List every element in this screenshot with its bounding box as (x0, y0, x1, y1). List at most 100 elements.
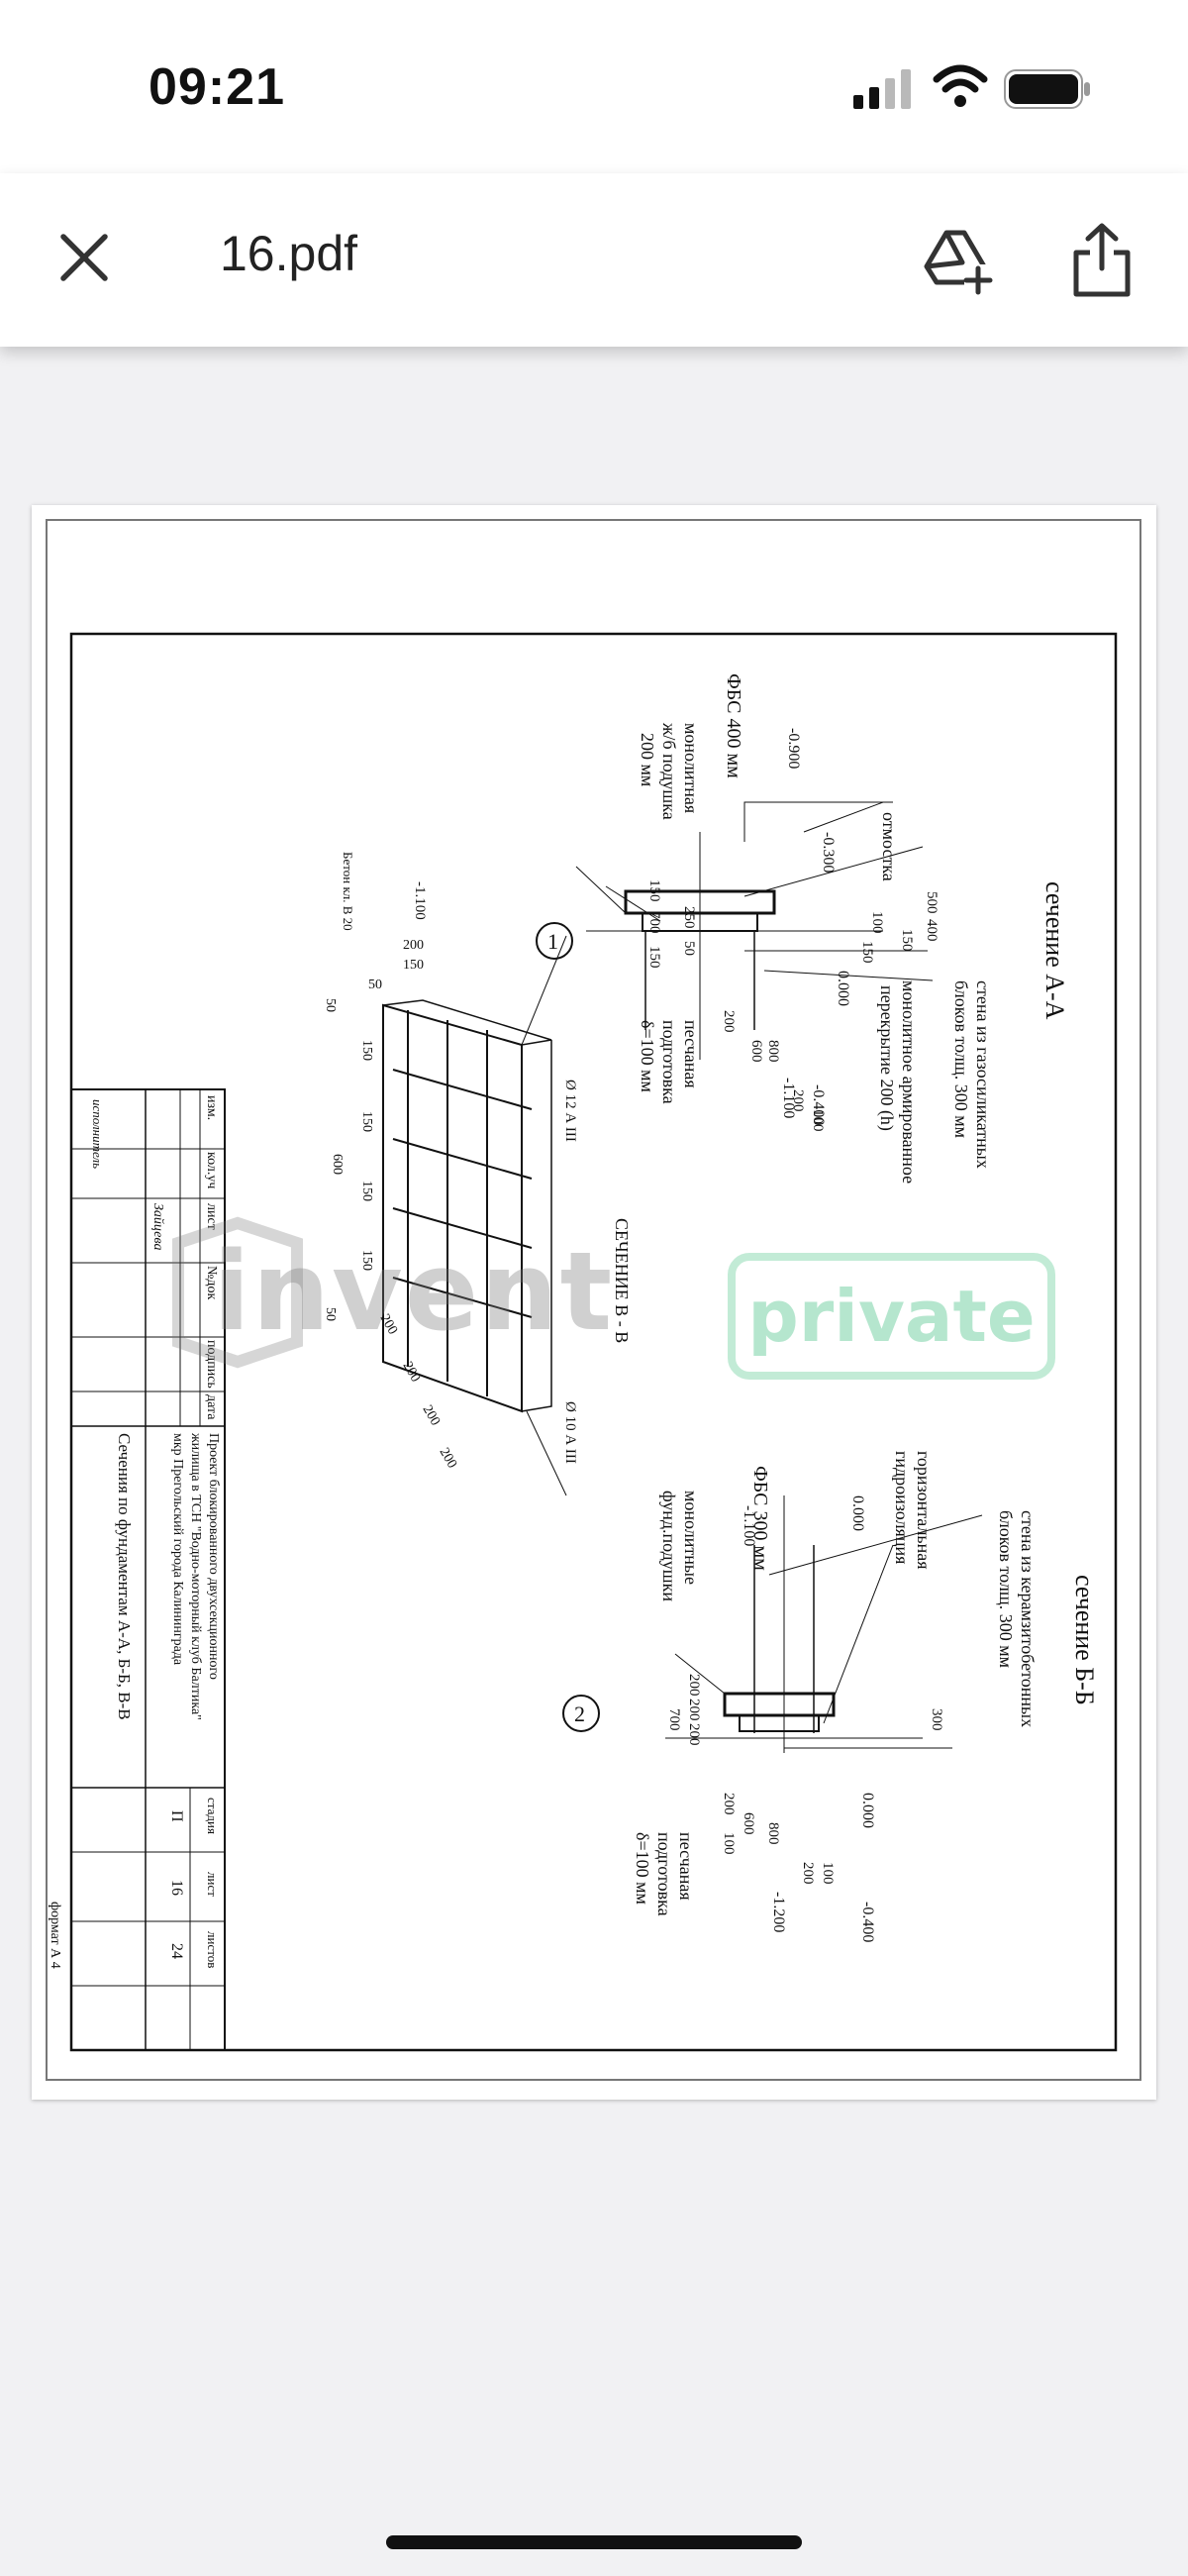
section-bb-mark-1: 0.000 (849, 1495, 866, 1531)
section-aa-pad-3: 200 мм (638, 733, 657, 786)
section-aa-dim-6: 250 (681, 906, 697, 929)
section-vv-dim-side-2: 150 (359, 1040, 374, 1061)
section-vv-length: 600 (330, 1154, 345, 1175)
tb-sheet: 16 (168, 1880, 185, 1896)
section-bb-wall: стена из керамзитобетонных (1018, 1510, 1038, 1727)
tb-stage: П (168, 1810, 185, 1822)
section-vv-dim-bottom-4: 200 (437, 1446, 459, 1472)
section-aa-dim-3: 150 (899, 929, 915, 952)
section-aa-wall-label: стена из газосиликатных (973, 980, 993, 1169)
section-vv-concrete: Бетон кл. В 20 (341, 852, 355, 931)
section-bb-mark-4: -0.400 (859, 1902, 876, 1942)
section-aa-title: сечение А-А (1040, 881, 1069, 1020)
section-vv-dim-side-4: 150 (359, 1181, 374, 1201)
cellular-signal-icon (853, 69, 911, 109)
title-block (70, 1088, 226, 2051)
section-bb-title: сечение Б-Б (1070, 1575, 1099, 1705)
tb-project-1: Проект блокированного двухсекционного (206, 1433, 221, 1680)
tb-header-kol: кол.уч (204, 1152, 219, 1188)
section-aa-fbs: ФБС 400 мм (723, 673, 744, 778)
section-bb-prep-3: δ=100 мм (633, 1832, 652, 1905)
section-bb-mark-2: -1.100 (741, 1505, 757, 1546)
section-bb-dim-6: 200 (721, 1793, 737, 1815)
share-icon[interactable] (1064, 221, 1139, 300)
section-vv-dim-side-5: 150 (359, 1250, 374, 1271)
section-aa-mark-5: -1.100 (780, 1078, 797, 1118)
section-aa-lines (575, 801, 934, 1060)
tb-sheet-name: Сечения по фундаментам А-А, Б-Б, В-В (115, 1433, 134, 1720)
section-aa-mark-4: -0.400 (810, 1084, 827, 1125)
section-bb-mark-3: 0.000 (859, 1793, 876, 1828)
section-aa-dim-4: 150 (859, 941, 875, 964)
section-bb-dim-11: 200 (800, 1862, 816, 1885)
section-bb-lines (665, 1495, 983, 1753)
section-bb-dim-9: 100 (721, 1832, 737, 1855)
section-aa-dim-12: 600 (748, 1040, 764, 1063)
close-icon[interactable] (50, 223, 119, 292)
section-bb-dim-3: 200 (686, 1699, 702, 1721)
app-bar: 16.pdf (0, 173, 1188, 347)
tb-header-doc: №док (204, 1266, 219, 1299)
tb-header-date: дата (204, 1394, 219, 1420)
home-indicator[interactable] (386, 2535, 802, 2549)
section-bb-pad-2: фунд.подушки (659, 1491, 679, 1601)
section-aa-dim-9: 700 (646, 911, 662, 934)
battery-icon (1004, 69, 1090, 109)
section-bb-dim-7: 600 (741, 1812, 756, 1835)
section-aa-dim-8: 150 (646, 879, 662, 902)
section-vv-dim-top-2: 150 (403, 958, 424, 973)
foundation-drawing: сечение А-А стена из газосиликатных блок… (46, 519, 1141, 2081)
tb-project-3: мкр Прегольский города Калининграда (170, 1433, 185, 1666)
section-aa-pad-2: ж/б подушка (659, 722, 679, 820)
section-aa-mark-3: 0.000 (835, 971, 851, 1006)
section-vv-dim-bottom-3: 200 (420, 1403, 443, 1429)
section-aa-pad: монолитная (681, 723, 701, 813)
section-aa-dim-10: 150 (646, 946, 662, 969)
tb-project-2: жилища в ТСН "Водно-моторный клуб Балтик… (188, 1432, 203, 1720)
section-bb-fbs: ФБС 300 мм (749, 1466, 771, 1571)
section-bb-dim-5: 200 (686, 1723, 702, 1746)
section-aa-prep-2: подготовка (659, 1020, 679, 1104)
tb-signer-2: исполнитель (90, 1099, 105, 1169)
section-aa-circle-label: 1 (547, 929, 558, 954)
section-aa-prep-3: δ=100 мм (638, 1020, 657, 1092)
watermark-brand: invent (213, 1228, 615, 1355)
add-to-drive-icon[interactable] (921, 223, 996, 298)
section-bb-dim-8: 800 (765, 1822, 781, 1845)
section-bb-dim-1: 300 (929, 1708, 944, 1731)
section-vv-rebar-2: Ø 10 А III (562, 1401, 578, 1464)
pdf-page[interactable]: сечение А-А стена из газосиликатных блок… (32, 505, 1156, 2100)
section-bb-dim-10: 100 (820, 1862, 836, 1885)
section-vv-rebar-1: Ø 12 А III (562, 1080, 578, 1142)
outer-frame (46, 519, 1141, 2081)
section-aa-blind-area: отмостка (879, 812, 899, 881)
section-aa-dim-7: 50 (681, 941, 697, 956)
section-aa-dim-15: 200 (790, 1089, 806, 1112)
section-bb-prep-2: подготовка (654, 1832, 674, 1916)
section-bb-mark-5: -1.200 (770, 1892, 787, 1932)
watermark-badge-label: private (747, 1275, 1036, 1358)
section-aa-dim-5: 100 (869, 911, 885, 934)
tb-sheets: 24 (168, 1943, 185, 1959)
section-aa-prep: песчаная (681, 1020, 701, 1088)
section-bb-circle (562, 1695, 600, 1732)
section-bb-hydro-2: гидроизоляция (892, 1451, 912, 1564)
section-aa-mark-1: -0.900 (785, 728, 802, 769)
section-aa-circle (536, 922, 573, 960)
tb-header-list: лист (204, 1203, 219, 1230)
section-aa-dim-11: 200 (721, 1010, 737, 1033)
watermark-logo-icon (172, 1216, 303, 1369)
section-vv-mark: -1.100 (412, 881, 428, 920)
section-bb-wall-2: блоков толщ. 300 мм (996, 1510, 1016, 1668)
page-format: формат А 4 (48, 1902, 62, 1969)
section-aa-wall-label-2: блоков толщ. 300 мм (951, 980, 971, 1138)
section-vv-dim-side-1: 50 (323, 998, 338, 1012)
section-aa-dim-14: 100 (810, 1109, 826, 1132)
section-bb-circle-label: 2 (574, 1701, 585, 1726)
section-bb-hydro: горизонтальная (914, 1451, 934, 1570)
section-vv-grid (382, 935, 567, 1496)
watermark-badge: private (728, 1253, 1055, 1380)
tb-sheet-label: лист (205, 1872, 220, 1897)
status-bar: 09:21 (0, 0, 1188, 173)
section-bb-dim-4: 700 (666, 1708, 682, 1731)
